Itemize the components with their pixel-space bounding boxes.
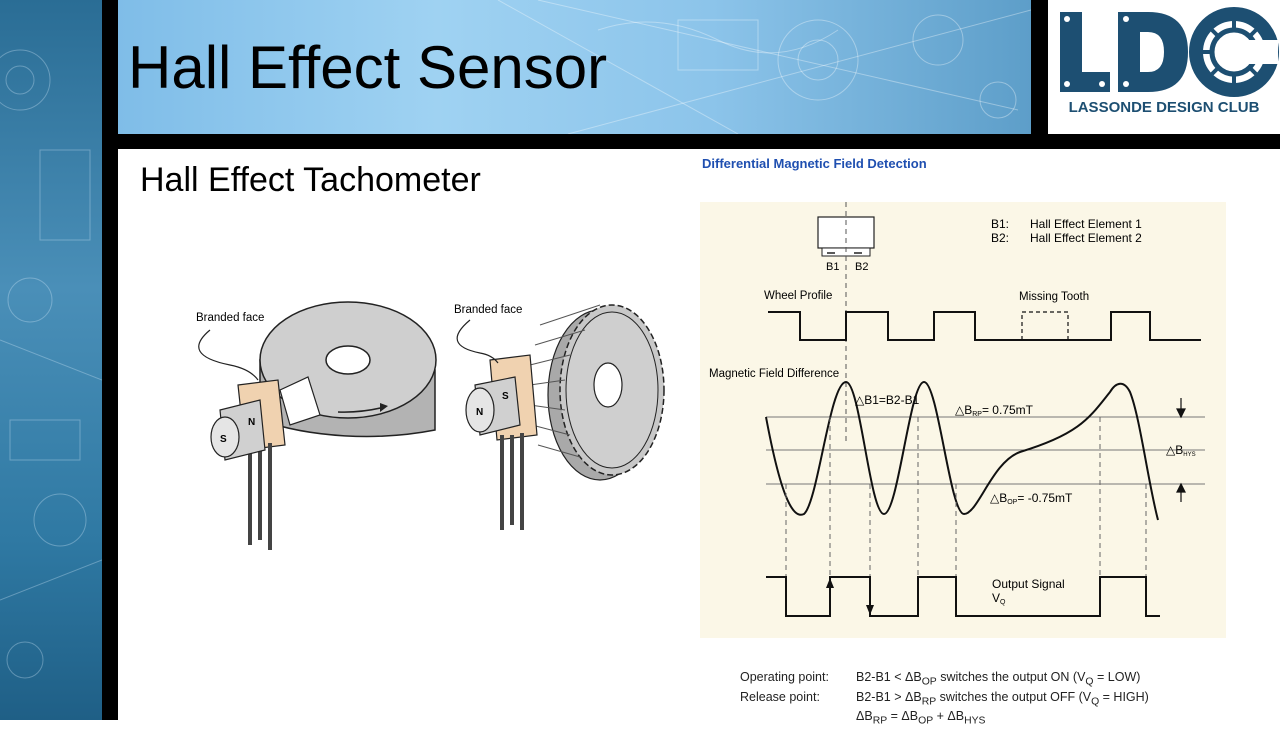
note-row-operating: Operating point: B2-B1 < ΔBOP switches t…: [740, 670, 1149, 690]
logo-text: LASSONDE DESIGN CLUB: [1069, 99, 1260, 116]
logo: LASSONDE DESIGN CLUB: [1048, 0, 1280, 134]
missing-tooth-outline: [1021, 311, 1069, 340]
legend-b1-key: B1:: [991, 217, 1009, 231]
note-row-release: Release point: B2-B1 > ΔBRP switches the…: [740, 690, 1149, 710]
pole-s-right: S: [502, 391, 509, 402]
delta-b-formula: △B1=B2-B1: [855, 393, 920, 407]
missing-tooth-label: Missing Tooth: [1019, 291, 1089, 303]
output-signal-trace: [766, 576, 1160, 617]
gear-wheel: [529, 304, 665, 481]
note-row-formula: ΔBRP = ΔBOP + ΔBHYS: [740, 709, 1149, 729]
magnetic-field-trace: [765, 380, 1159, 521]
note-text: ΔBRP = ΔBOP + ΔBHYS: [856, 709, 986, 727]
magnetic-field-label: Magnetic Field Difference: [709, 368, 839, 380]
branded-face-label-right: Branded face: [454, 304, 522, 316]
ring-magnet: [259, 301, 437, 438]
sensor-package: B1 B2: [817, 216, 875, 273]
pole-n-left: N: [248, 417, 255, 428]
wheel-profile-trace: [768, 311, 1201, 341]
note-label: Release point:: [740, 689, 820, 704]
bop-label: △BOP= -0.75mT: [990, 491, 1073, 506]
output-signal-sub: VQ: [992, 591, 1006, 606]
differential-detection-diagram: B1 B2 B1: Hall Effect Element 1 B2: Hall…: [709, 202, 1205, 617]
blueprint-pattern-left: [0, 49, 102, 679]
diagram-heading: Differential Magnetic Field Detection: [702, 156, 927, 171]
branded-face-arrow-left: [198, 329, 259, 381]
sensor-b2-label: B2: [855, 261, 868, 273]
header-bar: [118, 0, 1031, 134]
sensor-b1-label: B1: [826, 261, 839, 273]
blueprint-pattern-header: [497, 0, 1031, 134]
output-signal-label: Output Signal: [992, 577, 1065, 591]
branded-face-label-left: Branded face: [196, 312, 264, 324]
header-divider: [1031, 0, 1048, 134]
section-subtitle: Hall Effect Tachometer: [140, 161, 481, 199]
header-underline: [118, 134, 1280, 149]
note-text: B2-B1 > ΔBRP switches the output OFF (VQ…: [856, 689, 1149, 708]
note-label: [740, 709, 856, 729]
legend-b2-key: B2:: [991, 231, 1009, 245]
hysteresis-arrows: [1176, 398, 1186, 502]
slide-title: Hall Effect Sensor: [128, 34, 608, 101]
left-hall-sensor: S N: [210, 379, 286, 550]
rising-edge-arrow: [826, 578, 834, 588]
left-decorative-band: [0, 0, 102, 720]
note-text: B2-B1 < ΔBOP switches the output ON (VQ …: [856, 670, 1141, 688]
branded-face-arrow-right: [456, 319, 499, 364]
falling-edge-arrow: [866, 605, 874, 615]
bhys-label: △BHYS: [1166, 443, 1196, 458]
left-black-strip: [102, 0, 118, 720]
legend-b2-value: Hall Effect Element 2: [1030, 231, 1142, 245]
right-hall-sensor: S N: [465, 354, 538, 530]
wheel-profile-label: Wheel Profile: [764, 290, 832, 302]
legend-b1-value: Hall Effect Element 1: [1030, 217, 1142, 231]
pole-n-right: N: [476, 407, 483, 418]
brp-label: △BRP= 0.75mT: [955, 403, 1034, 418]
diagram-panel: B1 B2 B1: Hall Effect Element 1 B2: Hall…: [700, 202, 1226, 638]
transition-guides: [785, 417, 1147, 577]
tachometer-illustration: S N Branded face S N Branded face: [196, 301, 665, 550]
ldc-logo-mark: [1060, 7, 1279, 97]
note-label: Operating point:: [740, 670, 829, 684]
pole-s-left: S: [220, 434, 227, 445]
